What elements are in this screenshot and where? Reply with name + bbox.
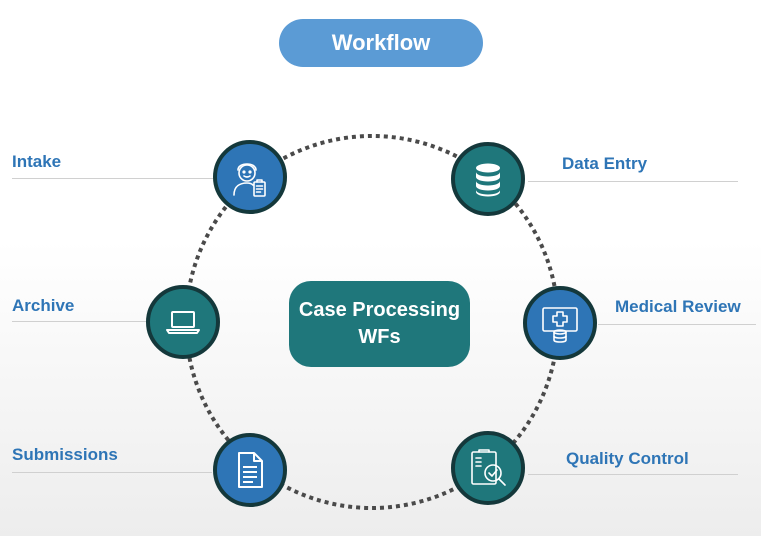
underline-quality-control bbox=[528, 474, 738, 475]
database-icon bbox=[476, 163, 500, 197]
node-archive bbox=[146, 285, 220, 359]
label-submissions: Submissions bbox=[12, 445, 118, 464]
underline-archive bbox=[12, 321, 146, 322]
laptop-icon bbox=[166, 311, 200, 334]
underline-intake bbox=[12, 178, 218, 179]
node-intake bbox=[213, 140, 287, 214]
center-label-line2: WFs bbox=[358, 326, 401, 348]
label-data-entry: Data Entry bbox=[562, 154, 648, 173]
monitor-database-icon bbox=[542, 307, 578, 343]
person-with-clipboard-icon bbox=[233, 163, 266, 197]
label-archive: Archive bbox=[12, 296, 75, 315]
underline-medical-review bbox=[598, 324, 756, 325]
label-intake: Intake bbox=[12, 152, 62, 171]
node-data-entry bbox=[451, 142, 525, 216]
node-submissions bbox=[213, 433, 287, 507]
node-quality-control bbox=[451, 431, 525, 505]
document-icon bbox=[238, 452, 263, 488]
node-medical-review bbox=[523, 286, 597, 360]
underline-data-entry bbox=[528, 181, 738, 182]
center-label: Case Processing WFs bbox=[289, 281, 470, 367]
clipboard-magnifier-icon bbox=[471, 449, 506, 486]
label-medical-review: Medical Review bbox=[615, 297, 741, 316]
workflow-title: Workflow bbox=[279, 19, 483, 67]
center-label-line1: Case Processing bbox=[298, 299, 461, 321]
label-quality-control: Quality Control bbox=[566, 449, 689, 468]
underline-submissions bbox=[12, 472, 212, 473]
